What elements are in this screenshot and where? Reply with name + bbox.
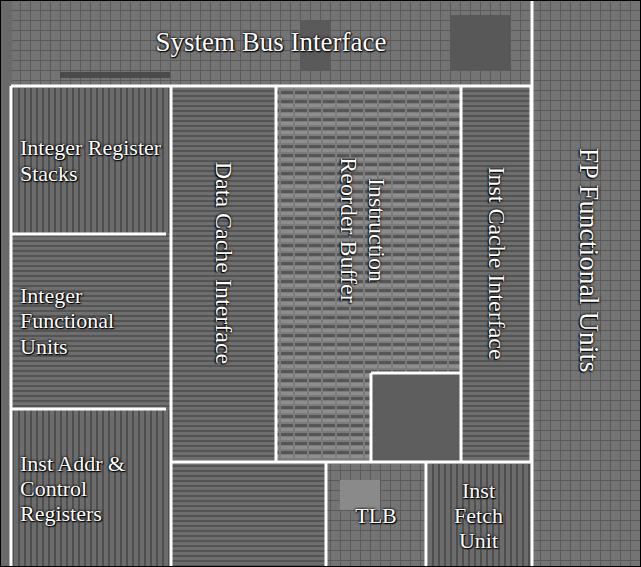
die-region: Inst Addr & Control Registers <box>12 410 170 567</box>
die-region: TLB <box>327 464 425 567</box>
region-label: FP Functional Units <box>573 148 605 373</box>
region-label: Instruction Reorder Buffer <box>334 148 389 313</box>
die-region: System Bus Interface <box>12 0 530 86</box>
die-region: Inst Fetch Unit <box>427 464 530 567</box>
region-label: Data Cache Interface <box>209 162 237 365</box>
region-label: Inst Fetch Unit <box>435 478 522 554</box>
die-region: Inst Cache Interface <box>462 88 530 460</box>
die-region: Integer Functional Units <box>12 235 170 407</box>
die-region: Integer Register Stacks <box>12 88 170 233</box>
region-label: Integer Functional Units <box>20 283 162 359</box>
region-label: Inst Addr & Control Registers <box>20 451 162 527</box>
region-label: TLB <box>355 503 397 528</box>
die-region: FP Functional Units <box>534 0 641 567</box>
die-region: Data Cache Interface <box>172 88 275 460</box>
die-region: Instruction Reorder Buffer <box>277 88 460 372</box>
region-label: Inst Cache Interface <box>482 166 510 359</box>
region-label: Integer Register Stacks <box>20 135 162 186</box>
region-label: System Bus Interface <box>156 27 387 58</box>
